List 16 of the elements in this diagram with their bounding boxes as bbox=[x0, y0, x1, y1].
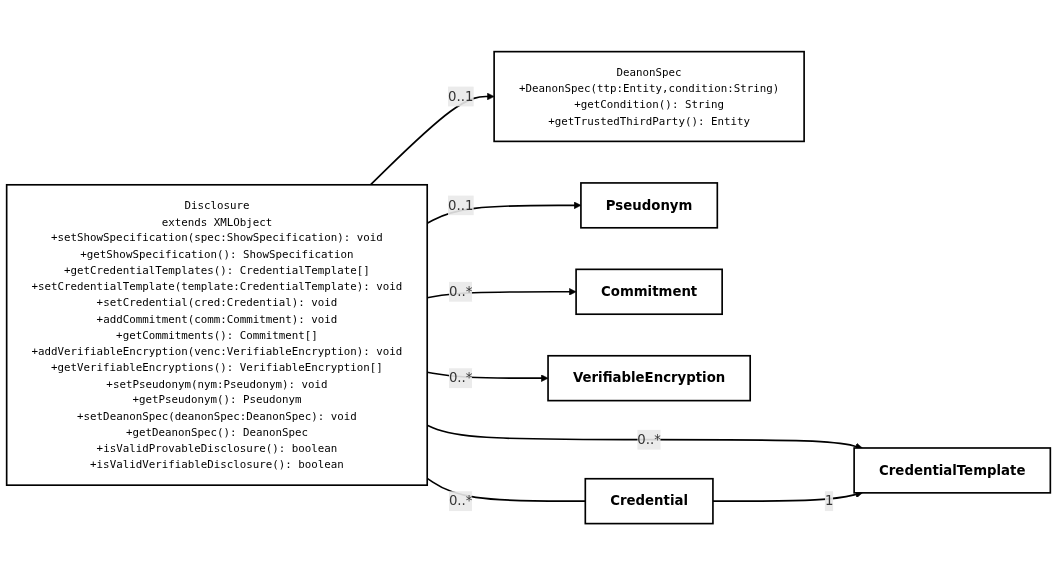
node-box: Pseudonym bbox=[580, 182, 719, 229]
edge-label: 0..* bbox=[448, 283, 473, 300]
edge-label: 0..* bbox=[637, 431, 661, 448]
node-box: VerifiableEncryption bbox=[547, 355, 752, 402]
arrow bbox=[712, 491, 863, 503]
node-box: Credential bbox=[584, 478, 714, 525]
node-box: Commitment bbox=[575, 268, 723, 316]
node-box: CredentialTemplate bbox=[853, 447, 1052, 495]
node-box: Disclosure extends XMLObject +setShowSpecification(spec:ShowSpecification): void +getShowSpecification(): ShowSpecification +getCredentialTemplates(): CredentialTemplate[] +setCredentialTemplate(template:CredentialTemplate): void +setCredential(cred:Credential): void +addCommitment(comm:Commitment): void +getCommitments(): Commitment[] +addVerifiableEncryption(venc:VerifiableEncryption): void +getVerifiableEncryptions(): VerifiableEncryption[] +setPseudonym(nym:Pseudonym): void +getPseudonym(): Pseudonym +setDeanonSpec(deanonSpec:DeanonSpec): void +getDeanonSpec(): DeanonSpec +isValidProvableDisclosure(): boolean +isValidVerifiableDisclosure(): boolean bbox=[5, 184, 429, 487]
edge-label: 0..1 bbox=[447, 88, 474, 105]
edge-label: 0..1 bbox=[447, 197, 474, 214]
edge-label: 0..* bbox=[448, 370, 473, 387]
arrow bbox=[369, 93, 495, 186]
edge-label: 0..* bbox=[448, 493, 473, 510]
node-box: DeanonSpec +DeanonSpec(ttp:Entity,condition:String) +getCondition(): String +getTrustedThirdParty(): Entity bbox=[493, 51, 805, 143]
edge-label: 1 bbox=[824, 493, 834, 510]
